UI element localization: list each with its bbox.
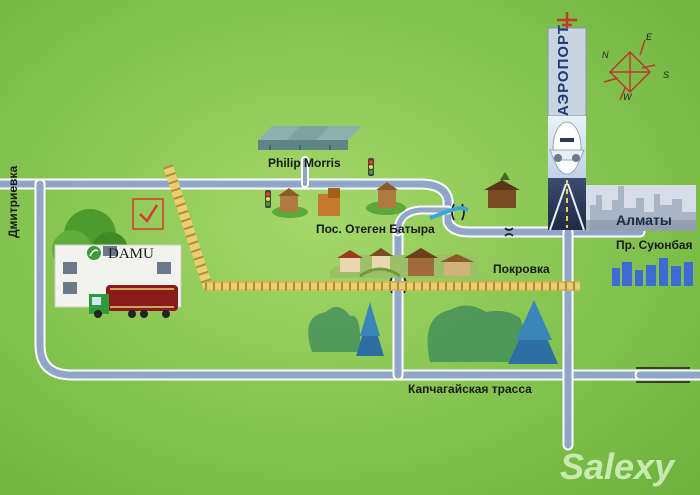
label-dmitrievka: Дмитриевка [6, 165, 20, 238]
compass-w: W [623, 92, 632, 102]
forest-right [427, 300, 558, 364]
compass-rose-icon [603, 39, 656, 101]
almaty-skyline [586, 185, 696, 231]
roads [0, 156, 700, 451]
suyunbay-buildings [612, 258, 693, 286]
farmhouse [484, 172, 520, 208]
river [429, 206, 469, 220]
otegen-buildings [272, 182, 406, 218]
compass-e: E [646, 32, 653, 42]
railway [163, 164, 580, 291]
watermark: Salexy [560, 446, 675, 487]
label-airport: АЭРОПОРТ [555, 23, 572, 116]
truck-icon [89, 285, 178, 318]
label-otegen-batyr: Пос. Отеген Батыра [316, 222, 435, 236]
airport-panel [547, 12, 587, 231]
label-almaty: Алматы [616, 212, 672, 228]
philip-morris-hangars [258, 126, 362, 150]
label-suyunbay: Пр. Суюнбая [616, 238, 693, 252]
traffic-light-icon [265, 158, 374, 208]
label-damu: DAMU [108, 246, 154, 262]
label-pokrovka: Покровка [493, 262, 550, 276]
compass-n: N [602, 50, 609, 60]
checkmark-icon [132, 198, 164, 230]
airplane-icon [557, 12, 577, 28]
forest-left [308, 302, 384, 356]
compass-s: S [663, 70, 670, 80]
pokrovka-village [330, 248, 478, 278]
label-kapchagay: Капчагайская трасса [408, 382, 532, 396]
label-philip-morris: Philip Morris [268, 156, 341, 170]
